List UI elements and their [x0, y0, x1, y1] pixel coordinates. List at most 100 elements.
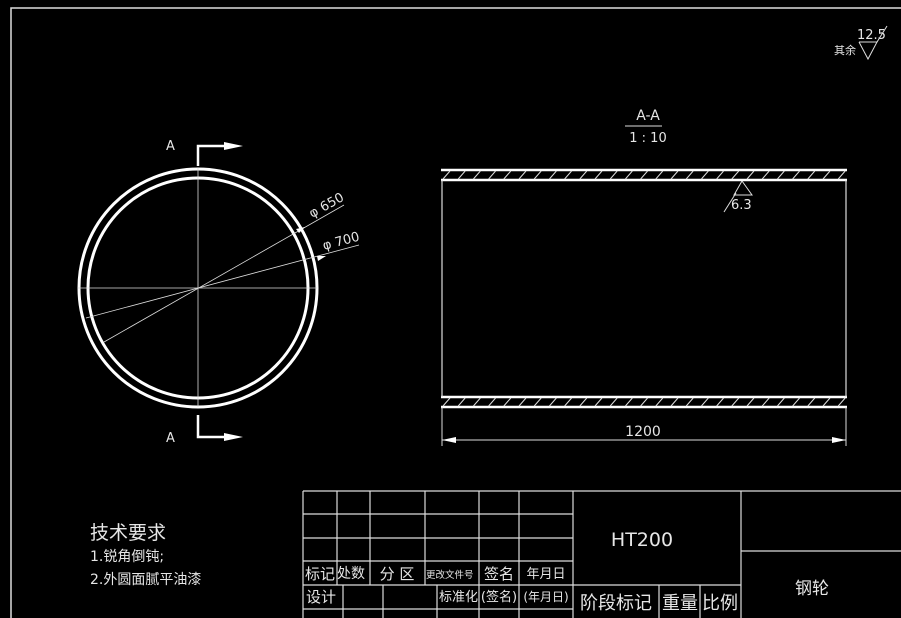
general-roughness: 其余 12.5 — [834, 25, 888, 61]
scale-label: 比例 — [702, 593, 738, 614]
hatch-line — [822, 397, 831, 407]
hatch-line — [564, 170, 572, 180]
title-block — [302, 490, 901, 618]
header-cell: 分 区 — [380, 565, 415, 583]
hatch-line — [503, 397, 512, 407]
hatch-line — [625, 170, 633, 180]
tech-requirements: 技术要求 1.锐角倒钝; 2.外圆面腻平油漆 — [90, 522, 201, 588]
hatch-line — [701, 397, 709, 407]
hatch-line — [837, 397, 846, 407]
roughness-12-5: 12.5 — [857, 28, 886, 43]
hatch-line — [564, 397, 572, 407]
hatch-line — [837, 170, 846, 180]
hatch-line — [670, 170, 679, 180]
hatch-line — [761, 397, 770, 407]
header-cell: 标记 — [305, 565, 335, 583]
hatch-line — [518, 170, 527, 180]
arrow-icon — [442, 437, 456, 443]
hatch-line — [716, 170, 724, 180]
hatch-line — [685, 170, 694, 180]
hatch-line — [549, 397, 557, 407]
hatch-line — [777, 170, 785, 180]
hatch-line — [503, 170, 512, 180]
hatch-line — [625, 397, 633, 407]
arrow-icon — [832, 437, 846, 443]
hatch-line — [807, 170, 816, 180]
section-title: A-A — [636, 108, 660, 124]
hatch-line — [807, 397, 816, 407]
tech-req-item: 1.锐角倒钝; — [90, 549, 164, 565]
hatch-line — [670, 397, 679, 407]
designer-label: 设计 — [306, 588, 336, 606]
hatch-line — [488, 170, 496, 180]
roughness-symbol-icon — [858, 41, 878, 61]
hatch-line — [655, 170, 664, 180]
tech-req-title: 技术要求 — [90, 522, 166, 544]
section-label-bottom: A — [166, 431, 175, 446]
hatch-line — [731, 397, 740, 407]
title-block-text: HT200 钢轮 标记 处数 分 区 更改文件号 签名 年月日 设计 标准化 (… — [305, 529, 829, 614]
section-arrow-top — [196, 144, 232, 166]
wall-top — [441, 168, 847, 182]
hatch-line — [746, 397, 755, 407]
hatch-line — [594, 397, 603, 407]
hatch-line — [442, 170, 451, 180]
part-name: 钢轮 — [795, 579, 829, 599]
hatch-line — [640, 397, 648, 407]
roughness-symbol-icon — [733, 180, 753, 196]
signature-label: (签名) — [481, 589, 517, 605]
arrow-icon — [296, 227, 305, 233]
section-arrow-bottom — [196, 415, 232, 439]
tech-req-item: 2.外圆面腻平油漆 — [90, 572, 201, 588]
hatch-line — [518, 397, 527, 407]
weight-label: 重量 — [662, 593, 698, 614]
hatch-line — [655, 397, 664, 407]
arrow-icon — [224, 142, 243, 150]
hatch-line — [761, 170, 770, 180]
standardization-label: 标准化 — [439, 590, 478, 605]
hatch-line — [533, 170, 542, 180]
hatch-line — [609, 397, 618, 407]
date-label: (年月日) — [523, 590, 568, 604]
material-label: HT200 — [611, 529, 673, 551]
hatch-line — [716, 397, 724, 407]
hatch-line — [609, 170, 618, 180]
hatch-line — [533, 397, 542, 407]
hatch-line — [579, 397, 588, 407]
arrow-icon — [224, 433, 243, 441]
hatch-line — [457, 170, 466, 180]
hatch-line — [746, 170, 755, 180]
hatch-line — [792, 397, 800, 407]
hatch-line — [473, 397, 481, 407]
dim-700-label: φ 700 — [321, 230, 361, 254]
header-cell: 处数 — [337, 566, 365, 582]
header-cell: 年月日 — [526, 567, 565, 582]
hatch-line — [442, 397, 451, 407]
dim-650-label: φ 650 — [307, 190, 347, 221]
dim-1200-label: 1200 — [625, 424, 661, 440]
section-view: A-A 1 : 10 6.3 1200 — [441, 108, 847, 446]
hatch-line — [457, 397, 466, 407]
wall-bottom — [441, 395, 847, 409]
section-scale: 1 : 10 — [629, 131, 666, 146]
hatch-line — [731, 170, 740, 180]
end-view: φ 650 φ 700 A A — [77, 139, 361, 446]
hatch-line — [594, 170, 603, 180]
arrow-icon — [317, 256, 326, 261]
hatch-line — [701, 170, 709, 180]
stage-mark-label: 阶段标记 — [580, 593, 652, 614]
hatch-line — [792, 170, 800, 180]
hatch-line — [822, 170, 831, 180]
hatch-line — [488, 397, 496, 407]
hatch-line — [777, 397, 785, 407]
hatch-line — [549, 170, 557, 180]
hatch-line — [579, 170, 588, 180]
section-label-top: A — [166, 139, 175, 154]
dim-line-700 — [85, 244, 360, 319]
hatch-line — [640, 170, 648, 180]
header-cell: 更改文件号 — [426, 569, 474, 581]
hatch-line — [685, 397, 694, 407]
hatch-line — [473, 170, 481, 180]
drawing-frame — [10, 7, 901, 618]
